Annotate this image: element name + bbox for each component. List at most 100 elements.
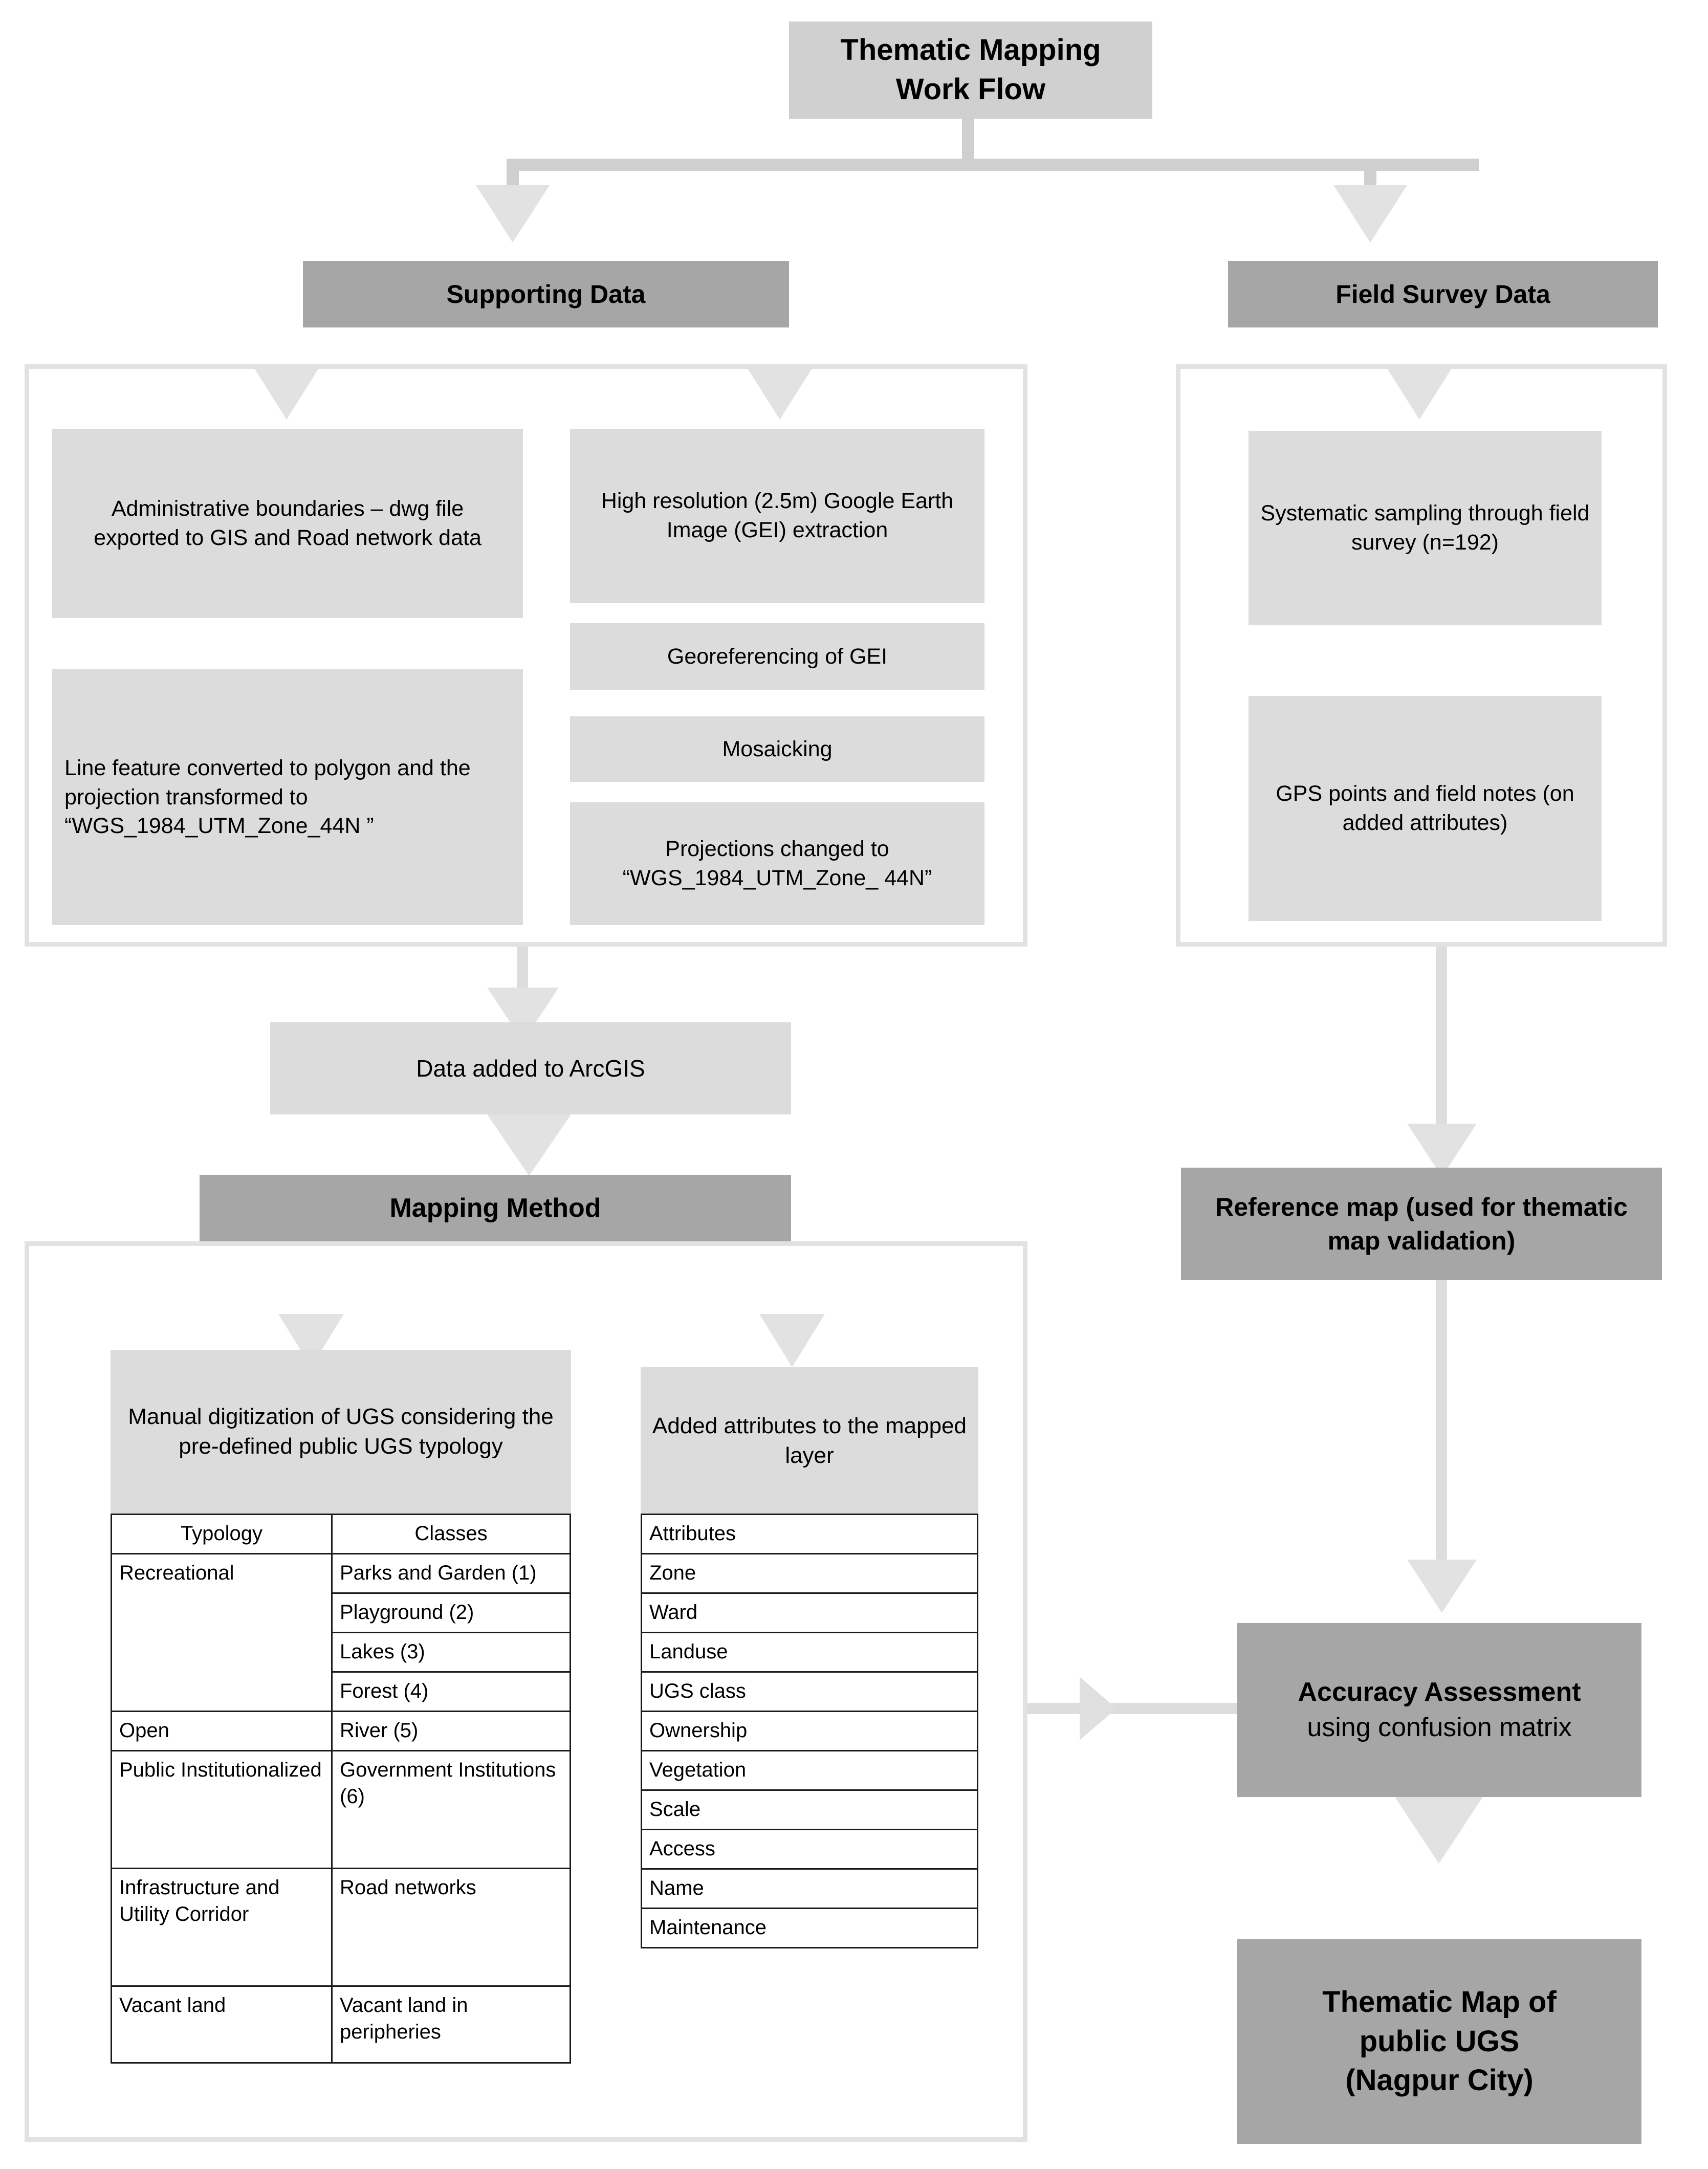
field-survey-box-0: Systematic sampling through field survey… <box>1249 431 1602 625</box>
field-survey-box-1: GPS points and field notes (on added att… <box>1249 696 1602 921</box>
class-cell-parks-and-garden: Parks and Garden (1) <box>331 1553 571 1594</box>
table-row: Infrastructure and Utility Corridor Road… <box>111 1868 571 1987</box>
accuracy-assessment-box: Accuracy Assessment using confusion matr… <box>1237 1623 1641 1797</box>
table-row: Vegetation <box>641 1750 978 1791</box>
final-output-box: Thematic Map of public UGS (Nagpur City) <box>1237 1939 1641 2144</box>
table-row: Lakes (3) <box>112 1632 571 1673</box>
table-row: Ward <box>641 1592 978 1633</box>
supporting-data-header: Supporting Data <box>303 261 789 327</box>
table-row: Vacant land Vacant land in peripheries <box>111 1985 571 2064</box>
title-box: Thematic Mapping Work Flow <box>789 21 1152 119</box>
arrow-to-accuracy-assessment <box>1407 1560 1477 1613</box>
table-row: Recreational Parks and Garden (1) <box>111 1553 571 1712</box>
attribute-cell-ward: Ward <box>641 1592 978 1633</box>
typology-cell-open: Open <box>111 1711 333 1751</box>
title-line-1: Thematic Mapping <box>840 33 1101 67</box>
typology-header-classes: Classes <box>331 1514 571 1554</box>
reference-map-label: Reference map (used for thematic map val… <box>1215 1193 1628 1255</box>
arrow-to-mapping-method <box>487 1114 571 1176</box>
attribute-cell-zone: Zone <box>641 1553 978 1594</box>
class-cell-playground: Playground (2) <box>331 1592 571 1633</box>
reference-map-box: Reference map (used for thematic map val… <box>1181 1168 1662 1280</box>
attributes-header-row: Attributes <box>641 1514 978 1554</box>
typology-cell-infrastructure-utility-corridor: Infrastructure and Utility Corridor <box>111 1868 333 1987</box>
supporting-right-box-3: Projections changed to “WGS_1984_UTM_Zon… <box>570 802 984 925</box>
table-row: Maintenance <box>641 1908 978 1948</box>
attribute-cell-scale: Scale <box>641 1789 978 1830</box>
supporting-right-box-2: Mosaicking <box>570 716 984 782</box>
manual-digitization-text: Manual digitization of UGS considering t… <box>128 1404 554 1459</box>
supporting-left-text-0: Administrative boundaries – dwg file exp… <box>94 496 481 550</box>
supporting-right-text-3: Projections changed to “WGS_1984_UTM_Zon… <box>622 837 932 890</box>
class-cell-forest: Forest (4) <box>331 1671 571 1712</box>
supporting-right-text-1: Georeferencing of GEI <box>667 644 888 669</box>
table-row: Forest (4) <box>112 1671 571 1712</box>
attributes-header: Attributes <box>641 1514 978 1554</box>
final-output-line-3: (Nagpur City) <box>1345 2064 1534 2097</box>
typology-cell-public-institutionalized: Public Institutionalized <box>111 1750 333 1869</box>
attribute-cell-ownership: Ownership <box>641 1711 978 1751</box>
connector-bus-left-drop <box>507 159 519 186</box>
attribute-cell-access: Access <box>641 1829 978 1870</box>
manual-digitization-box: Manual digitization of UGS considering t… <box>111 1350 571 1514</box>
supporting-right-text-2: Mosaicking <box>722 736 833 761</box>
connector-panel-to-arcgis <box>517 947 528 993</box>
typology-header-row: Typology Classes <box>111 1514 571 1554</box>
table-row: Open River (5) <box>111 1711 571 1751</box>
field-survey-data-label: Field Survey Data <box>1335 280 1550 309</box>
attribute-cell-name: Name <box>641 1868 978 1909</box>
connector-reference-to-accuracy <box>1436 1280 1447 1567</box>
attribute-cell-vegetation: Vegetation <box>641 1750 978 1791</box>
class-cell-government-institutions: Government Institutions (6) <box>331 1750 571 1869</box>
typology-cell-recreational: Recreational <box>111 1553 333 1712</box>
table-row: Zone <box>641 1553 978 1594</box>
supporting-left-box-0: Administrative boundaries – dwg file exp… <box>52 429 523 618</box>
field-survey-text-0: Systematic sampling through field survey… <box>1260 501 1590 555</box>
class-cell-river: River (5) <box>331 1711 571 1751</box>
supporting-data-label: Supporting Data <box>446 280 646 309</box>
arrow-right-to-accuracy-assessment <box>1080 1677 1116 1740</box>
field-survey-text-1: GPS points and field notes (on added att… <box>1276 781 1574 835</box>
supporting-left-box-1: Line feature converted to polygon and th… <box>52 669 523 925</box>
class-cell-lakes: Lakes (3) <box>331 1632 571 1673</box>
arrow-to-admin-boundaries <box>252 364 321 420</box>
mapping-method-header: Mapping Method <box>200 1175 791 1241</box>
table-row: Playground (2) <box>112 1592 571 1633</box>
typology-header-typology: Typology <box>111 1514 333 1554</box>
attribute-cell-maintenance: Maintenance <box>641 1908 978 1948</box>
accuracy-assessment-line-1: Accuracy Assessment <box>1298 1677 1581 1707</box>
connector-field-survey-to-reference <box>1436 947 1447 1131</box>
supporting-right-box-0: High resolution (2.5m) Google Earth Imag… <box>570 429 984 603</box>
class-cell-road-networks: Road networks <box>331 1868 571 1987</box>
connector-mapping-to-accuracy-horizontal <box>1027 1703 1247 1714</box>
data-added-box: Data added to ArcGIS <box>270 1022 791 1114</box>
table-row: Name <box>641 1868 978 1909</box>
arrow-to-gei-extraction <box>745 364 815 420</box>
typology-cell-vacant-land: Vacant land <box>111 1985 333 2064</box>
attribute-cell-ugs-class: UGS class <box>641 1671 978 1712</box>
arrow-to-systematic-sampling <box>1385 364 1454 420</box>
class-cell-vacant-land-peripheries: Vacant land in peripheries <box>331 1985 571 2064</box>
arrow-to-field-survey-data <box>1333 185 1407 243</box>
table-row: UGS class <box>641 1671 978 1712</box>
connector-bus-right-drop <box>1364 159 1376 186</box>
attributes-table: Attributes Zone Ward Landuse UGS class O… <box>641 1514 978 1948</box>
typology-table: Typology Classes Recreational Parks and … <box>111 1514 571 2064</box>
supporting-right-box-1: Georeferencing of GEI <box>570 623 984 690</box>
table-row: Landuse <box>641 1632 978 1673</box>
table-row: Ownership <box>641 1711 978 1751</box>
connector-title-stem <box>962 119 974 165</box>
supporting-right-text-0: High resolution (2.5m) Google Earth Imag… <box>601 489 954 542</box>
final-output-line-2: public UGS <box>1359 2024 1520 2058</box>
table-row: Public Institutionalized Government Inst… <box>111 1750 571 1869</box>
added-attributes-box: Added attributes to the mapped layer <box>641 1367 978 1515</box>
title-line-2: Work Flow <box>895 73 1046 106</box>
arrow-to-final-output <box>1395 1797 1483 1864</box>
added-attributes-text: Added attributes to the mapped layer <box>652 1413 967 1468</box>
final-output-line-1: Thematic Map of <box>1322 1985 1557 2019</box>
field-survey-data-header: Field Survey Data <box>1228 261 1658 327</box>
arrow-to-supporting-data <box>476 185 550 243</box>
arrow-to-added-attributes <box>759 1314 825 1367</box>
accuracy-assessment-line-2: using confusion matrix <box>1307 1713 1572 1742</box>
